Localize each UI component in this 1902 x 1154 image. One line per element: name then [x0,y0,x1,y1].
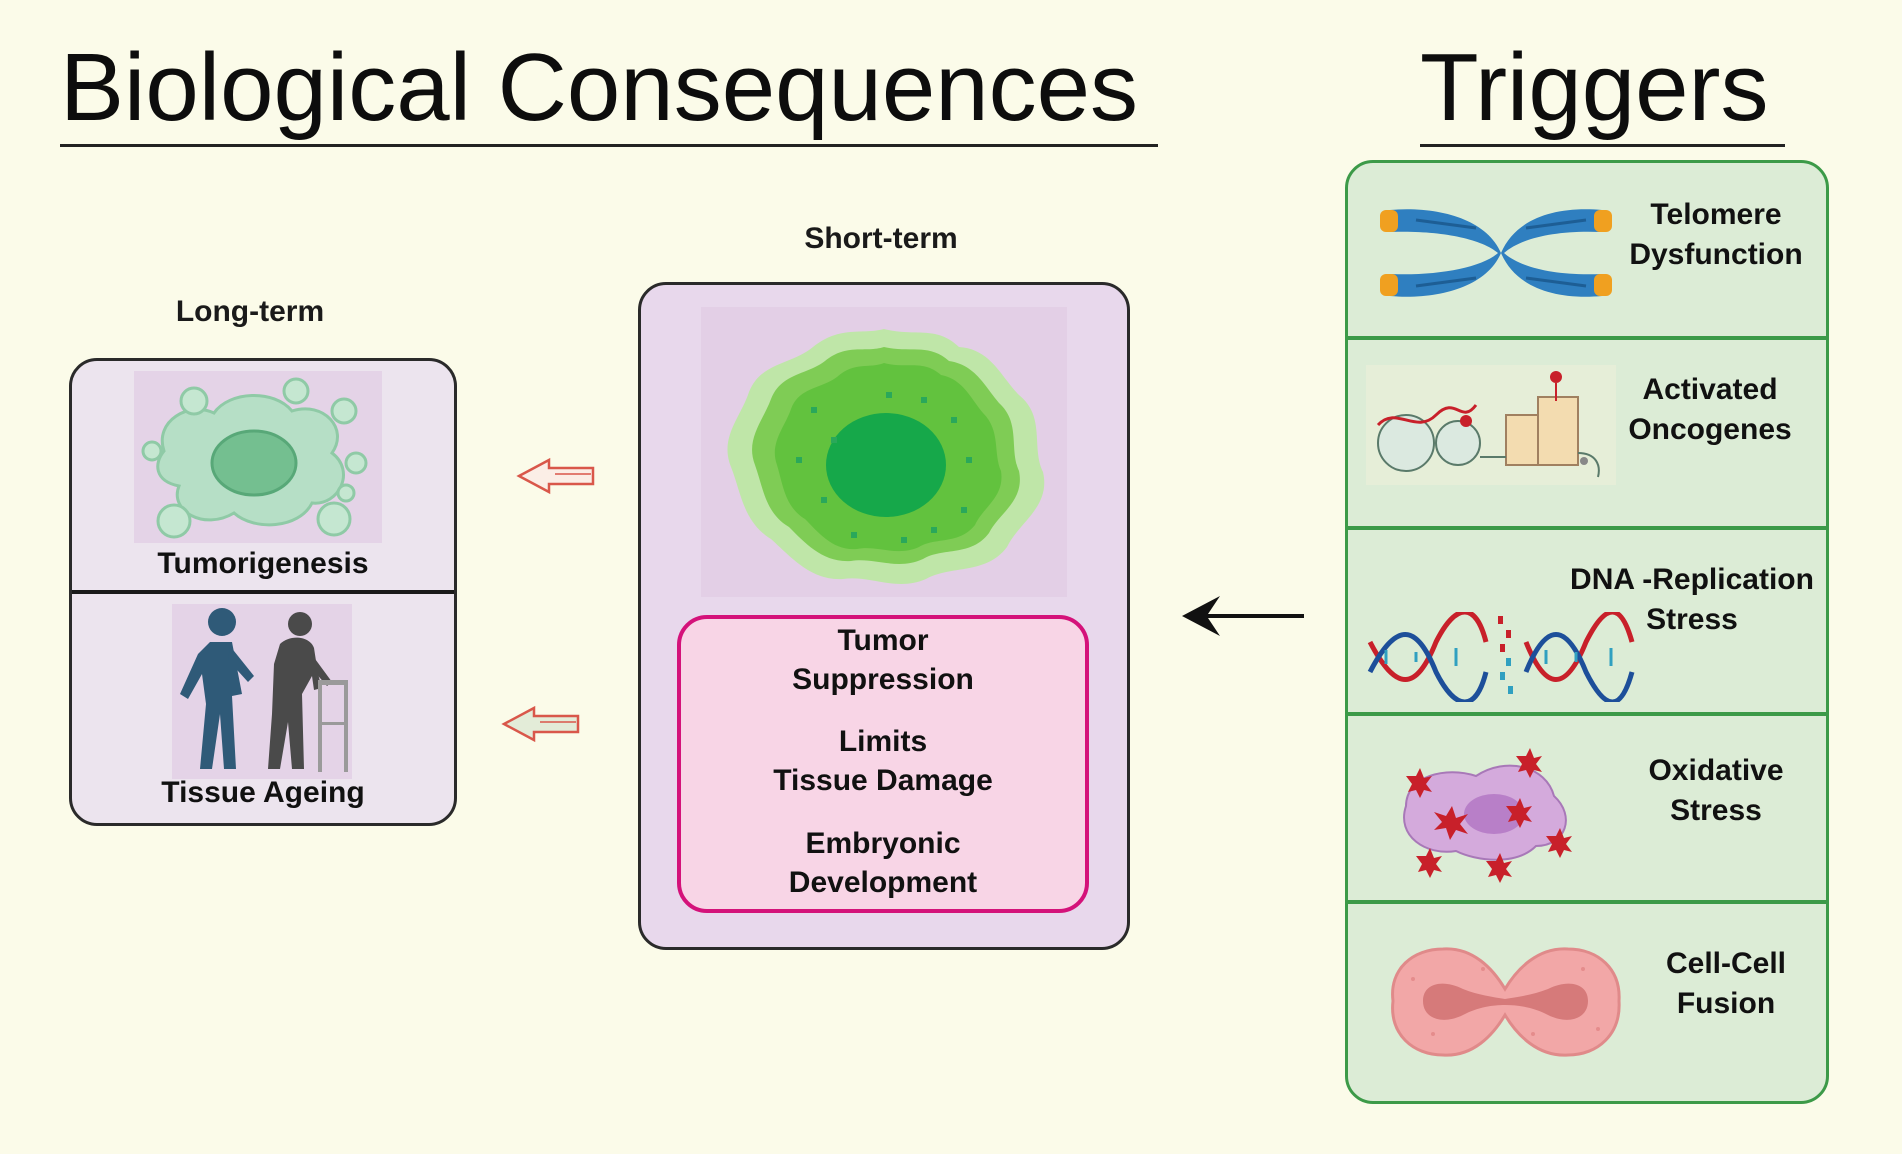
arrow-to-tumorigenesis [515,456,597,496]
oxidative-cell-icon [1376,736,1596,886]
ageing-person-icon [172,604,352,779]
outcome-limits-tissue-damage: Limits Tissue Damage [773,725,993,797]
long-term-box: Tumorigenesis Tissue Ageing [69,358,457,826]
tissue-ageing-label: Tissue Ageing [161,776,365,809]
trigger-cell-cell-fusion: Cell-Cell Fusion [1348,904,1826,1101]
outcome-tumor-suppression: Tumor Suppression [792,624,974,696]
triggers-title-underline [1420,144,1785,147]
trigger-dna-replication-stress: DNA -Replication Stress [1348,530,1826,714]
trigger-activated-oncogenes: Activated Oncogenes [1348,340,1826,528]
dna-replication-stress-label: DNA -Replication Stress [1570,563,1814,636]
long-term-divider [72,590,454,594]
senescent-cell-icon [701,307,1067,597]
chromosome-icon [1376,198,1616,308]
short-term-box: Tumor Suppression Limits Tissue Damage E… [638,282,1130,950]
dna-helix-icon [1366,612,1636,702]
telomere-dysfunction-label: Telomere Dysfunction [1629,198,1803,271]
trigger-divider [1348,336,1826,340]
cell-cell-fusion-label: Cell-Cell Fusion [1665,947,1787,1020]
trigger-telomere-dysfunction: Telomere Dysfunction [1348,163,1826,338]
trigger-oxidative-stress: Oxidative Stress [1348,716,1826,902]
triggers-title: Triggers [1420,34,1769,141]
triggers-panel: Telomere Dysfunction Activated Oncog [1345,160,1829,1104]
activated-oncogenes-label: Activated Oncogenes [1628,373,1792,446]
short-term-label: Short-term [804,222,958,255]
oxidative-stress-label: Oxidative Stress [1648,754,1784,827]
tumorigenesis-label: Tumorigenesis [157,547,369,580]
consequences-title: Biological Consequences [60,34,1139,141]
trigger-divider [1348,526,1826,530]
consequences-title-underline [60,144,1158,147]
oncogene-icon [1366,365,1616,485]
arrow-to-tissue-ageing [500,704,582,744]
arrow-triggers-to-short-term [1180,592,1306,640]
outcome-embryonic-development: Embryonic Development [788,827,978,899]
trigger-divider [1348,900,1826,904]
trigger-divider [1348,712,1826,716]
tumor-cell-icon [134,371,382,543]
short-term-outcomes-box: Tumor Suppression Limits Tissue Damage E… [677,615,1089,913]
long-term-label: Long-term [175,295,325,328]
fusing-cells-icon [1383,939,1628,1064]
